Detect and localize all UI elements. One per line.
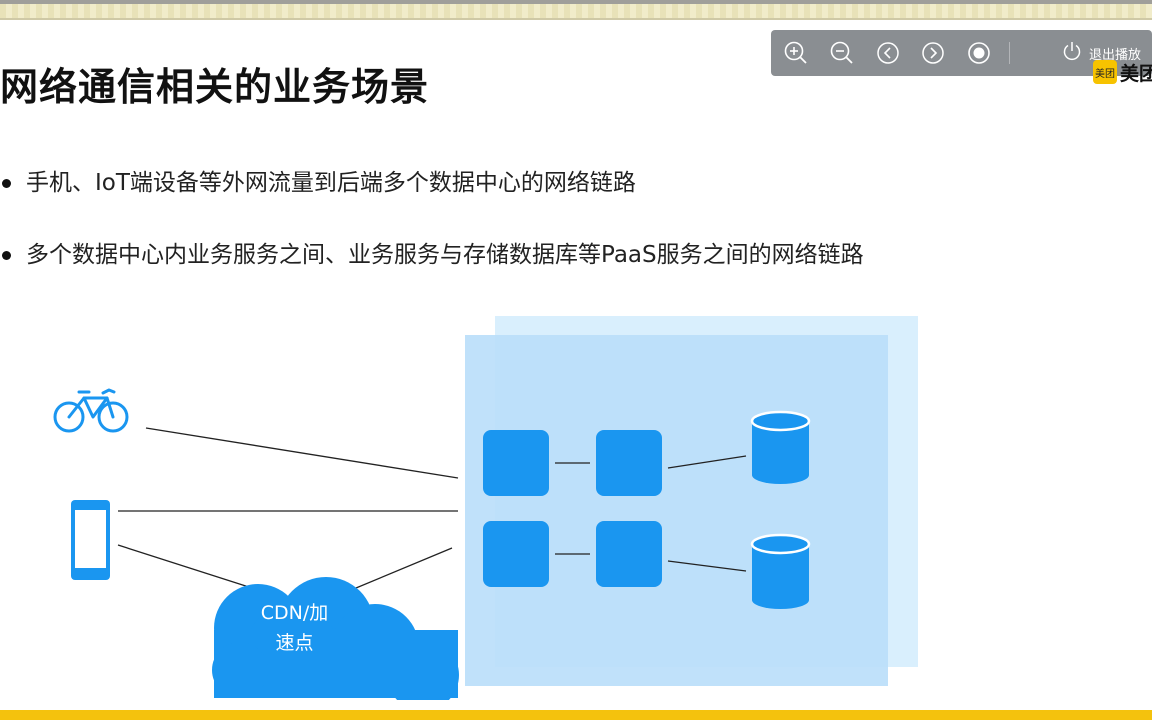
zoom-out-icon[interactable]: [829, 40, 855, 66]
link-phone-cdn: [117, 544, 253, 589]
top-window-strip: [0, 0, 1152, 20]
network-diagram: [53, 316, 918, 700]
service-node: [483, 430, 549, 496]
zoom-in-icon[interactable]: [783, 40, 809, 66]
database-icon: [750, 410, 811, 484]
exit-label: 退出播放: [1089, 47, 1142, 63]
service-node: [596, 521, 662, 587]
chevron-left-icon[interactable]: [875, 40, 901, 66]
bicycle-icon: [53, 388, 129, 433]
service-node: [596, 430, 662, 496]
bullet-item: 手机、IoT端设备等外网流量到后端多个数据中心的网络链路: [0, 165, 864, 201]
presentation-toolbar: 退出播放: [771, 30, 1152, 76]
service-node: [483, 521, 549, 587]
bottom-accent-bar: [0, 710, 1152, 720]
slide-title: 网络通信相关的业务场景: [0, 65, 430, 109]
link-svc-b2-db2: [667, 560, 747, 572]
cdn-cloud-icon: [212, 577, 459, 700]
power-icon: [1061, 40, 1083, 66]
record-icon[interactable]: [966, 40, 992, 66]
bullet-item: 多个数据中心内业务服务之间、业务服务与存储数据库等PaaS服务之间的网络链路: [0, 237, 864, 273]
phone-icon: [71, 500, 110, 580]
cdn-cloud-label: CDN/加 速点: [260, 602, 329, 654]
link-svc-a2-db1: [667, 455, 747, 469]
chevron-right-icon[interactable]: [920, 40, 946, 66]
toolbar-divider: [1009, 42, 1010, 64]
logo-badge: 美团: [1093, 60, 1117, 84]
bullet-list: 手机、IoT端设备等外网流量到后端多个数据中心的网络链路 多个数据中心内业务服务…: [0, 165, 864, 309]
link-cdn-dc: [343, 547, 453, 594]
link-bike-dc: [145, 427, 459, 479]
meituan-logo: 美团 美团: [1093, 60, 1152, 85]
exit-presentation-button[interactable]: 退出播放: [1061, 40, 1141, 66]
database-icon: [750, 533, 811, 609]
datacenter-front: [465, 335, 888, 686]
top-window-edge: [0, 0, 1152, 4]
logo-text: 美团: [1120, 62, 1152, 85]
